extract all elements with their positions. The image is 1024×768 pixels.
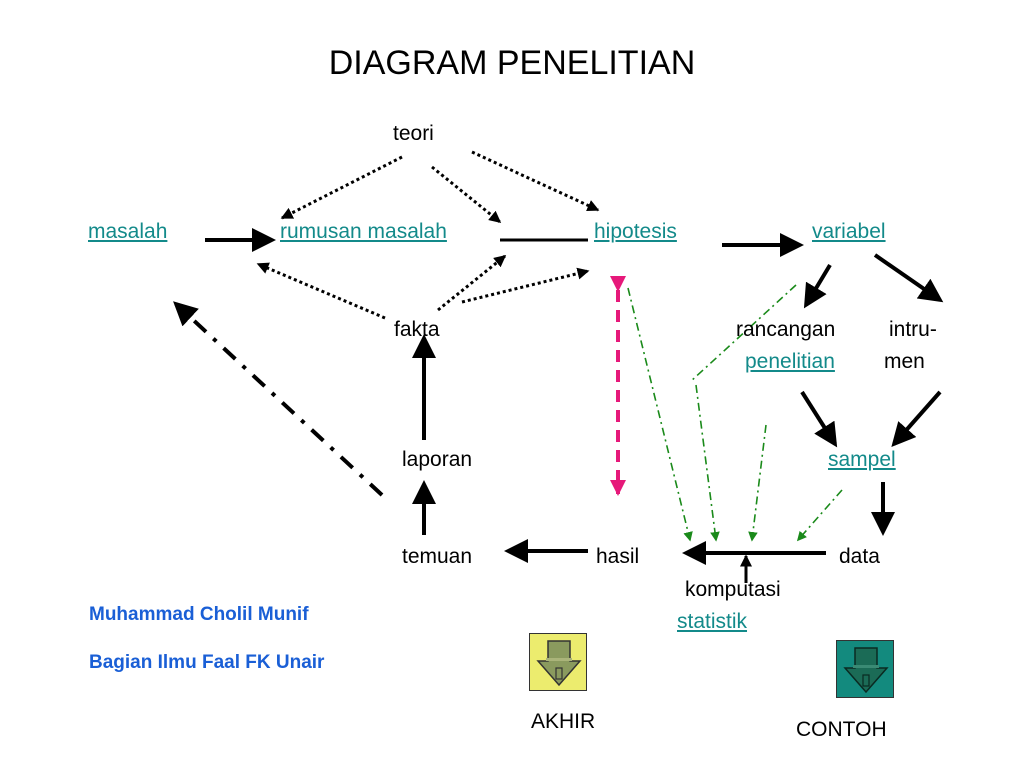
node-komputasi: komputasi <box>685 578 781 601</box>
arrow-fakta-rumusan-inner <box>437 254 507 312</box>
arrow-teori-rumusan <box>280 155 403 220</box>
link-masalah[interactable]: masalah <box>88 220 168 243</box>
contoh-label: CONTOH <box>796 718 887 741</box>
link-statistik[interactable]: statistik <box>677 610 748 633</box>
akhir-label: AKHIR <box>531 710 596 733</box>
link-hipotesis[interactable]: hipotesis <box>594 220 677 243</box>
link-rumusan-masalah[interactable]: rumusan masalah <box>280 220 447 243</box>
arrow-temuan-masalah <box>173 301 384 497</box>
node-teori: teori <box>393 122 434 145</box>
arrow-fakta-rumusan <box>256 262 386 320</box>
node-temuan: temuan <box>402 545 473 568</box>
download-arrow-icon <box>843 647 889 694</box>
node-men: men <box>884 350 925 373</box>
node-laporan: laporan <box>402 448 473 471</box>
arrow-men-sampel <box>891 390 942 447</box>
node-data: data <box>839 545 880 568</box>
node-fakta: fakta <box>394 318 440 341</box>
link-sampel[interactable]: sampel <box>828 448 896 471</box>
page-title: DIAGRAM PENELITIAN <box>328 44 696 82</box>
arrow-teori-hipotesis-inner <box>431 165 502 224</box>
author-credit: Muhammad Cholil Munif <box>89 604 309 625</box>
arrow-teori-hipotesis <box>471 150 600 212</box>
arrow-intru-komputasi <box>748 424 767 542</box>
arrow-sampel-komputasi <box>796 489 843 542</box>
arrow-variabel-komputasi <box>689 284 797 383</box>
arrow-variabel-rancangan <box>803 263 832 309</box>
link-variabel[interactable]: variabel <box>812 220 886 243</box>
akhir-button[interactable] <box>529 633 587 691</box>
link-penelitian[interactable]: penelitian <box>745 350 835 373</box>
arrow-fakta-hipotesis <box>461 267 590 304</box>
arrow-rancangan-komputasi <box>695 384 720 542</box>
node-intru: intru- <box>889 318 937 341</box>
node-hasil: hasil <box>596 545 640 568</box>
arrow-variabel-intru <box>873 253 944 303</box>
download-arrow-icon <box>536 640 582 687</box>
arrow-hipotesis-komputasi <box>627 287 693 542</box>
arrow-penelitian-sampel <box>800 390 838 448</box>
node-rancangan: rancangan <box>736 318 836 341</box>
contoh-button[interactable] <box>836 640 894 698</box>
department-credit: Bagian Ilmu Faal FK Unair <box>89 652 325 673</box>
